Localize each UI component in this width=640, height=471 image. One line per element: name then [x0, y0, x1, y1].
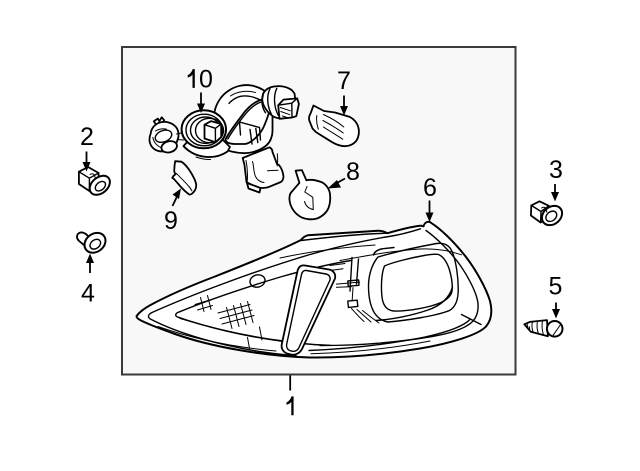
svg-text:4: 4 — [81, 280, 95, 308]
svg-text:9: 9 — [164, 207, 178, 235]
svg-text:7: 7 — [337, 67, 351, 95]
svg-text:0: 0 — [199, 66, 213, 94]
svg-text:5: 5 — [549, 273, 563, 301]
svg-text:8: 8 — [346, 158, 360, 186]
svg-text:6: 6 — [423, 174, 437, 202]
svg-text:3: 3 — [549, 156, 563, 184]
svg-text:2: 2 — [80, 123, 94, 151]
